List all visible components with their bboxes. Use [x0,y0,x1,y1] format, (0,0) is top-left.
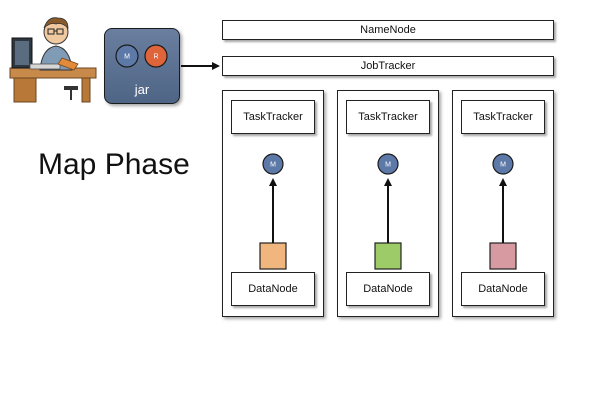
data-block-2 [374,242,402,270]
map-task-label-2: M [385,162,391,169]
namenode-box: NameNode [222,20,554,40]
data-block-1 [259,242,287,270]
map-task-circle-2 [377,153,399,175]
jar-reducer-label: R [153,54,158,61]
map-task-label-3: M [500,162,506,169]
tasktracker-box-2: TaskTracker [346,100,430,134]
page-title: Map Phase [38,148,190,181]
datanode-box-3: DataNode [461,272,545,306]
datanode-box-1: DataNode [231,272,315,306]
map-task-label-1: M [270,162,276,169]
jobtracker-box: JobTracker [222,56,554,76]
jar-package [104,28,180,104]
tasktracker-box-1: TaskTracker [231,100,315,134]
map-task-circle-1 [262,153,284,175]
jar-label: jar [134,82,150,97]
tasktracker-box-3: TaskTracker [461,100,545,134]
map-task-circle-3 [492,153,514,175]
datanode-box-2: DataNode [346,272,430,306]
jar-reducer-circle [144,44,168,68]
jar-mapper-label: M [124,54,130,61]
jar-mapper-circle [115,44,139,68]
data-block-3 [489,242,517,270]
